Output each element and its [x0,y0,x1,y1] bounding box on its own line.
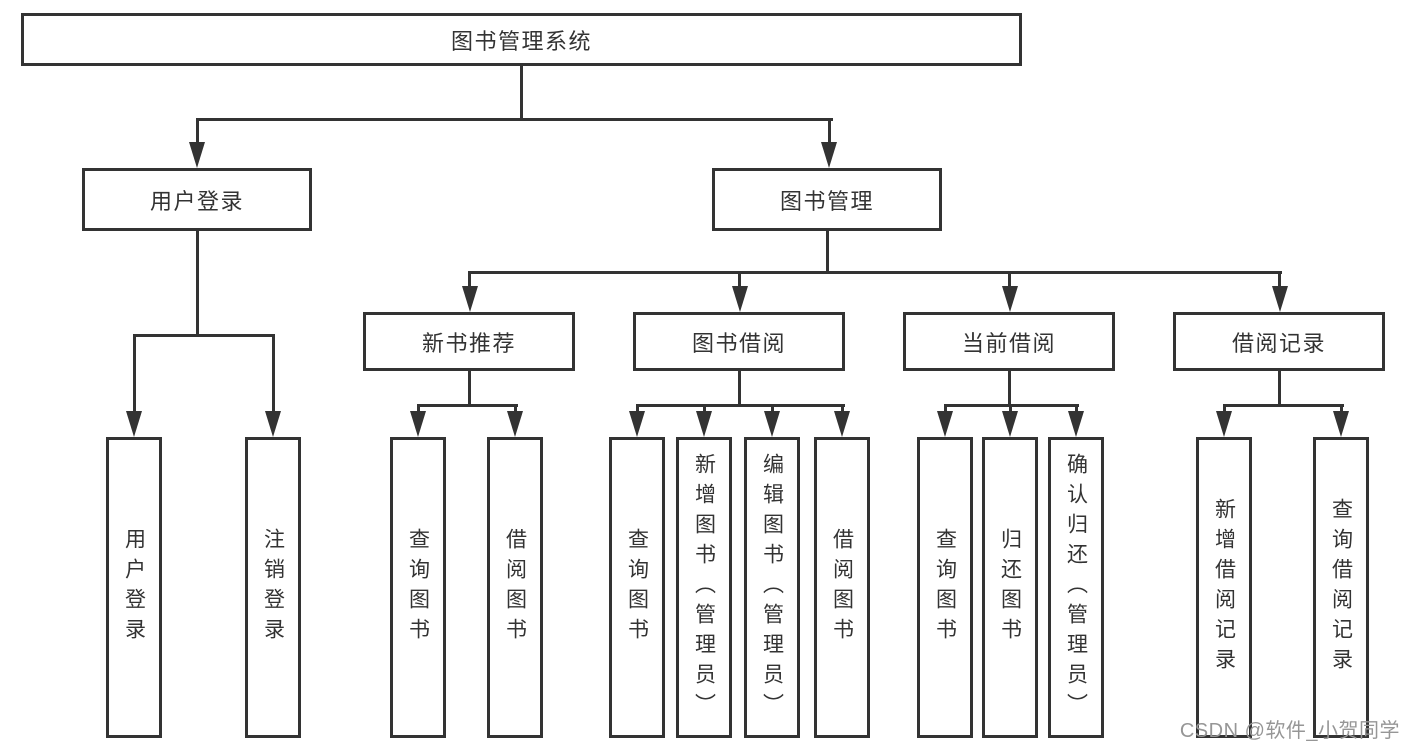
connector-root-to-book-management [828,118,831,146]
connector-to-current-borrowing [1008,271,1011,288]
leaf-add-books-admin-label: 新增图书（管理员） [692,452,716,723]
connector-user-login-stem [196,229,199,337]
connector-root-to-user-login [196,118,199,146]
node-book-management: 图书管理 [712,168,942,231]
leaf-borrow-books-borrowing-label: 借阅图书 [830,527,854,648]
leaf-logout-login-label: 注销登录 [261,527,285,648]
arrow-down-icon [1333,411,1349,437]
arrow-down-icon [507,411,523,437]
arrow-down-icon [410,411,426,437]
arrow-down-icon [1216,411,1232,437]
connector-to-leaf-user-login [133,334,136,413]
connector-book-borrowing-branch [636,404,845,407]
connector-user-login-branch [133,334,275,337]
node-book-borrowing: 图书借阅 [633,312,845,371]
connector-to-new-book-recommend [468,271,471,288]
leaf-add-borrow-record: 新增借阅记录 [1196,437,1252,738]
node-borrow-records-label: 借阅记录 [1231,330,1326,356]
node-user-login-label: 用户登录 [149,188,244,214]
connector-leaf-stub [1340,404,1343,413]
leaf-borrow-books-recommend-label: 借阅图书 [503,527,527,648]
node-root: 图书管理系统 [21,13,1022,66]
connector-book-management-stem [826,229,829,274]
leaf-return-books: 归还图书 [982,437,1038,738]
connector-new-book-recommend-branch [417,404,518,407]
connector-root-branch [196,118,833,121]
connector-leaf-stub [1223,404,1226,413]
leaf-query-books-borrowing: 查询图书 [609,437,665,738]
node-current-borrowing: 当前借阅 [903,312,1115,371]
leaf-edit-books-admin-label: 编辑图书（管理员） [760,452,784,723]
leaf-query-books-borrowing-label: 查询图书 [625,527,649,648]
leaf-query-borrow-record: 查询借阅记录 [1313,437,1369,738]
node-user-login: 用户登录 [82,168,312,231]
arrow-down-icon [265,411,281,437]
leaf-confirm-return-admin: 确认归还（管理员） [1048,437,1104,738]
csdn-watermark: CSDN @软件_小贺同学 [1179,720,1400,742]
node-current-borrowing-label: 当前借阅 [961,330,1056,356]
node-book-management-label: 图书管理 [779,188,874,214]
arrow-down-icon [821,142,837,168]
arrow-down-icon [462,286,478,312]
arrow-down-icon [1002,411,1018,437]
arrow-down-icon [629,411,645,437]
arrow-down-icon [189,142,205,168]
connector-leaf-stub [771,404,774,413]
node-root-label: 图书管理系统 [450,28,592,54]
connector-root-stem [520,64,523,120]
connector-to-borrow-records [1278,271,1281,288]
leaf-query-books-current-label: 查询图书 [933,527,957,648]
leaf-query-books-current: 查询图书 [917,437,973,738]
leaf-user-login: 用户登录 [106,437,162,738]
arrow-down-icon [732,286,748,312]
arrow-down-icon [1272,286,1288,312]
connector-borrow-records-stem [1278,368,1281,407]
leaf-add-books-admin: 新增图书（管理员） [676,437,732,738]
connector-leaf-stub [1009,404,1012,413]
connector-book-management-branch [469,271,1282,274]
connector-to-leaf-logout-login [272,334,275,413]
connector-leaf-stub [636,404,639,413]
node-book-borrowing-label: 图书借阅 [691,330,786,356]
connector-leaf-stub [514,404,517,413]
leaf-borrow-books-borrowing: 借阅图书 [814,437,870,738]
connector-leaf-stub [417,404,420,413]
leaf-edit-books-admin: 编辑图书（管理员） [744,437,800,738]
connector-borrow-records-branch [1223,404,1344,407]
node-borrow-records: 借阅记录 [1173,312,1385,371]
connector-leaf-stub [1075,404,1078,413]
connector-book-borrowing-stem [738,368,741,407]
leaf-borrow-books-recommend: 借阅图书 [487,437,543,738]
node-new-book-recommend-label: 新书推荐 [421,330,516,356]
leaf-confirm-return-admin-label: 确认归还（管理员） [1064,452,1088,723]
leaf-query-books-recommend: 查询图书 [390,437,446,738]
connector-new-book-recommend-stem [468,368,471,407]
connector-leaf-stub [703,404,706,413]
leaf-query-books-recommend-label: 查询图书 [406,527,430,648]
leaf-query-borrow-record-label: 查询借阅记录 [1329,497,1353,678]
connector-leaf-stub [944,404,947,413]
leaf-user-login-label: 用户登录 [122,527,146,648]
connector-current-borrowing-stem [1008,368,1011,407]
connector-leaf-stub [841,404,844,413]
connector-to-book-borrowing [738,271,741,288]
leaf-add-borrow-record-label: 新增借阅记录 [1212,497,1236,678]
arrow-down-icon [764,411,780,437]
leaf-logout-login: 注销登录 [245,437,301,738]
arrow-down-icon [834,411,850,437]
arrow-down-icon [126,411,142,437]
arrow-down-icon [1002,286,1018,312]
arrow-down-icon [1068,411,1084,437]
arrow-down-icon [696,411,712,437]
arrow-down-icon [937,411,953,437]
leaf-return-books-label: 归还图书 [998,527,1022,648]
node-new-book-recommend: 新书推荐 [363,312,575,371]
